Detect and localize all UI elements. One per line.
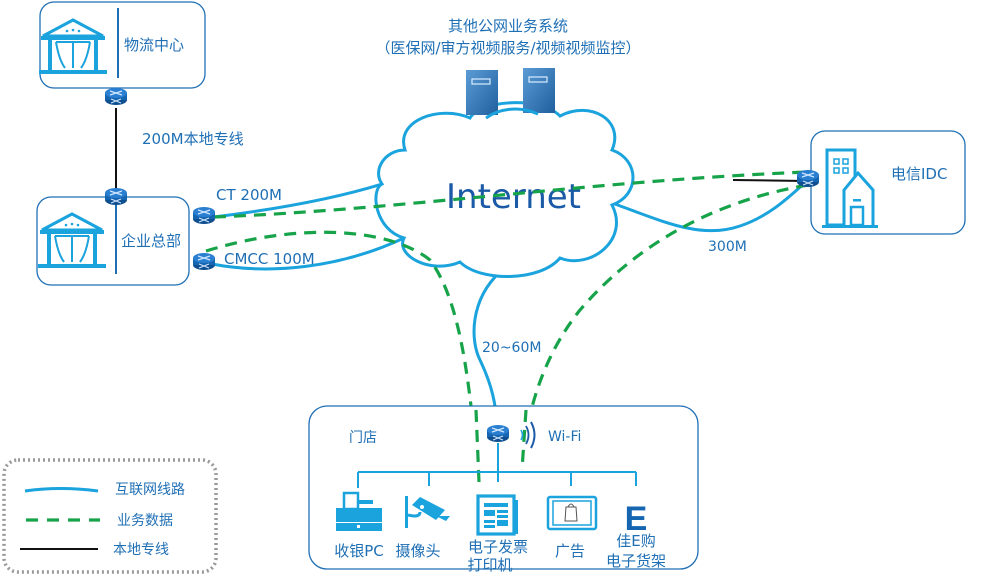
device-label: 广告 [555, 542, 585, 560]
idc-bandwidth-label: 300M [708, 239, 747, 255]
camera-icon [405, 496, 450, 528]
ct-router-icon[interactable] [192, 206, 216, 225]
hq-idc-business-line [213, 170, 809, 219]
internet-cloud [374, 101, 635, 278]
wifi-icon [520, 421, 536, 449]
store-device-ad-screen[interactable]: 广告 [546, 495, 598, 560]
cmcc-label: CMCC 100M [224, 250, 315, 268]
store-device-cash-register[interactable]: 收银PC [334, 491, 384, 560]
device-label: 电子发票 [468, 538, 528, 556]
ad-screen-icon [546, 495, 598, 531]
office-building-icon [822, 148, 878, 228]
store-box [308, 405, 699, 570]
store-device-invoice-printer[interactable]: 电子发票 打印机 [467, 494, 528, 574]
device-label-line2: 电子货架 [606, 552, 666, 570]
logistics-center-label: 物流中心 [124, 36, 184, 54]
cash-register-icon [336, 491, 382, 531]
store-router-icon[interactable] [486, 424, 510, 443]
telecom-idc[interactable]: 电信IDC [810, 130, 966, 235]
internet-label: Internet [446, 177, 581, 217]
enterprise-hq[interactable]: 企业总部 [36, 196, 190, 286]
public-systems-title: 其他公网业务系统 [448, 17, 568, 35]
legend-internet-line-swatch [24, 487, 99, 493]
hq-store-business-line [205, 230, 480, 481]
store-label: 门店 [349, 430, 377, 446]
idc-router-icon[interactable] [796, 169, 820, 188]
idc-internet-line [610, 178, 810, 233]
device-label: 摄像头 [395, 542, 440, 560]
cmcc-internet-line [210, 236, 406, 271]
legend-label: 业务数据 [117, 513, 173, 529]
router-icon[interactable] [104, 87, 128, 106]
store-device-e-shelf[interactable]: E 佳E购 电子货架 [606, 500, 666, 570]
logistics-center[interactable]: 物流中心 [37, 1, 206, 89]
store-bandwidth-label: 20~60M [482, 340, 541, 356]
store-lan-bus [357, 443, 637, 488]
device-label: 佳E购 [616, 532, 655, 550]
store-device-camera[interactable]: 摄像头 [395, 496, 450, 560]
e-shelf-icon: E [625, 500, 648, 538]
invoice-printer-icon [476, 494, 518, 536]
device-label: 收银PC [334, 542, 384, 560]
device-label-line2: 打印机 [467, 556, 512, 574]
legend-label: 互联网线路 [115, 482, 185, 498]
store[interactable]: 门店 [308, 405, 699, 570]
public-systems-subtitle: （医保网/审方视频服务/视频视频监控） [375, 39, 640, 57]
server-icon [523, 68, 555, 113]
idc-label: 电信IDC [891, 165, 947, 183]
ct-label: CT 200M [216, 186, 282, 204]
local-leased-label: 200M本地专线 [142, 130, 244, 148]
router-icon[interactable] [104, 187, 128, 206]
idc-local-line [732, 179, 807, 182]
server-icon [466, 70, 498, 115]
legend-label: 本地专线 [113, 542, 169, 558]
ct-internet-line [212, 182, 384, 219]
hq-label: 企业总部 [121, 232, 181, 250]
wifi-label: Wi-Fi [548, 429, 581, 445]
legend-frame [2, 458, 218, 574]
legend: 互联网线路 业务数据 本地专线 [2, 458, 218, 574]
cmcc-router-icon[interactable] [192, 252, 216, 271]
store-internet-line [472, 270, 502, 427]
